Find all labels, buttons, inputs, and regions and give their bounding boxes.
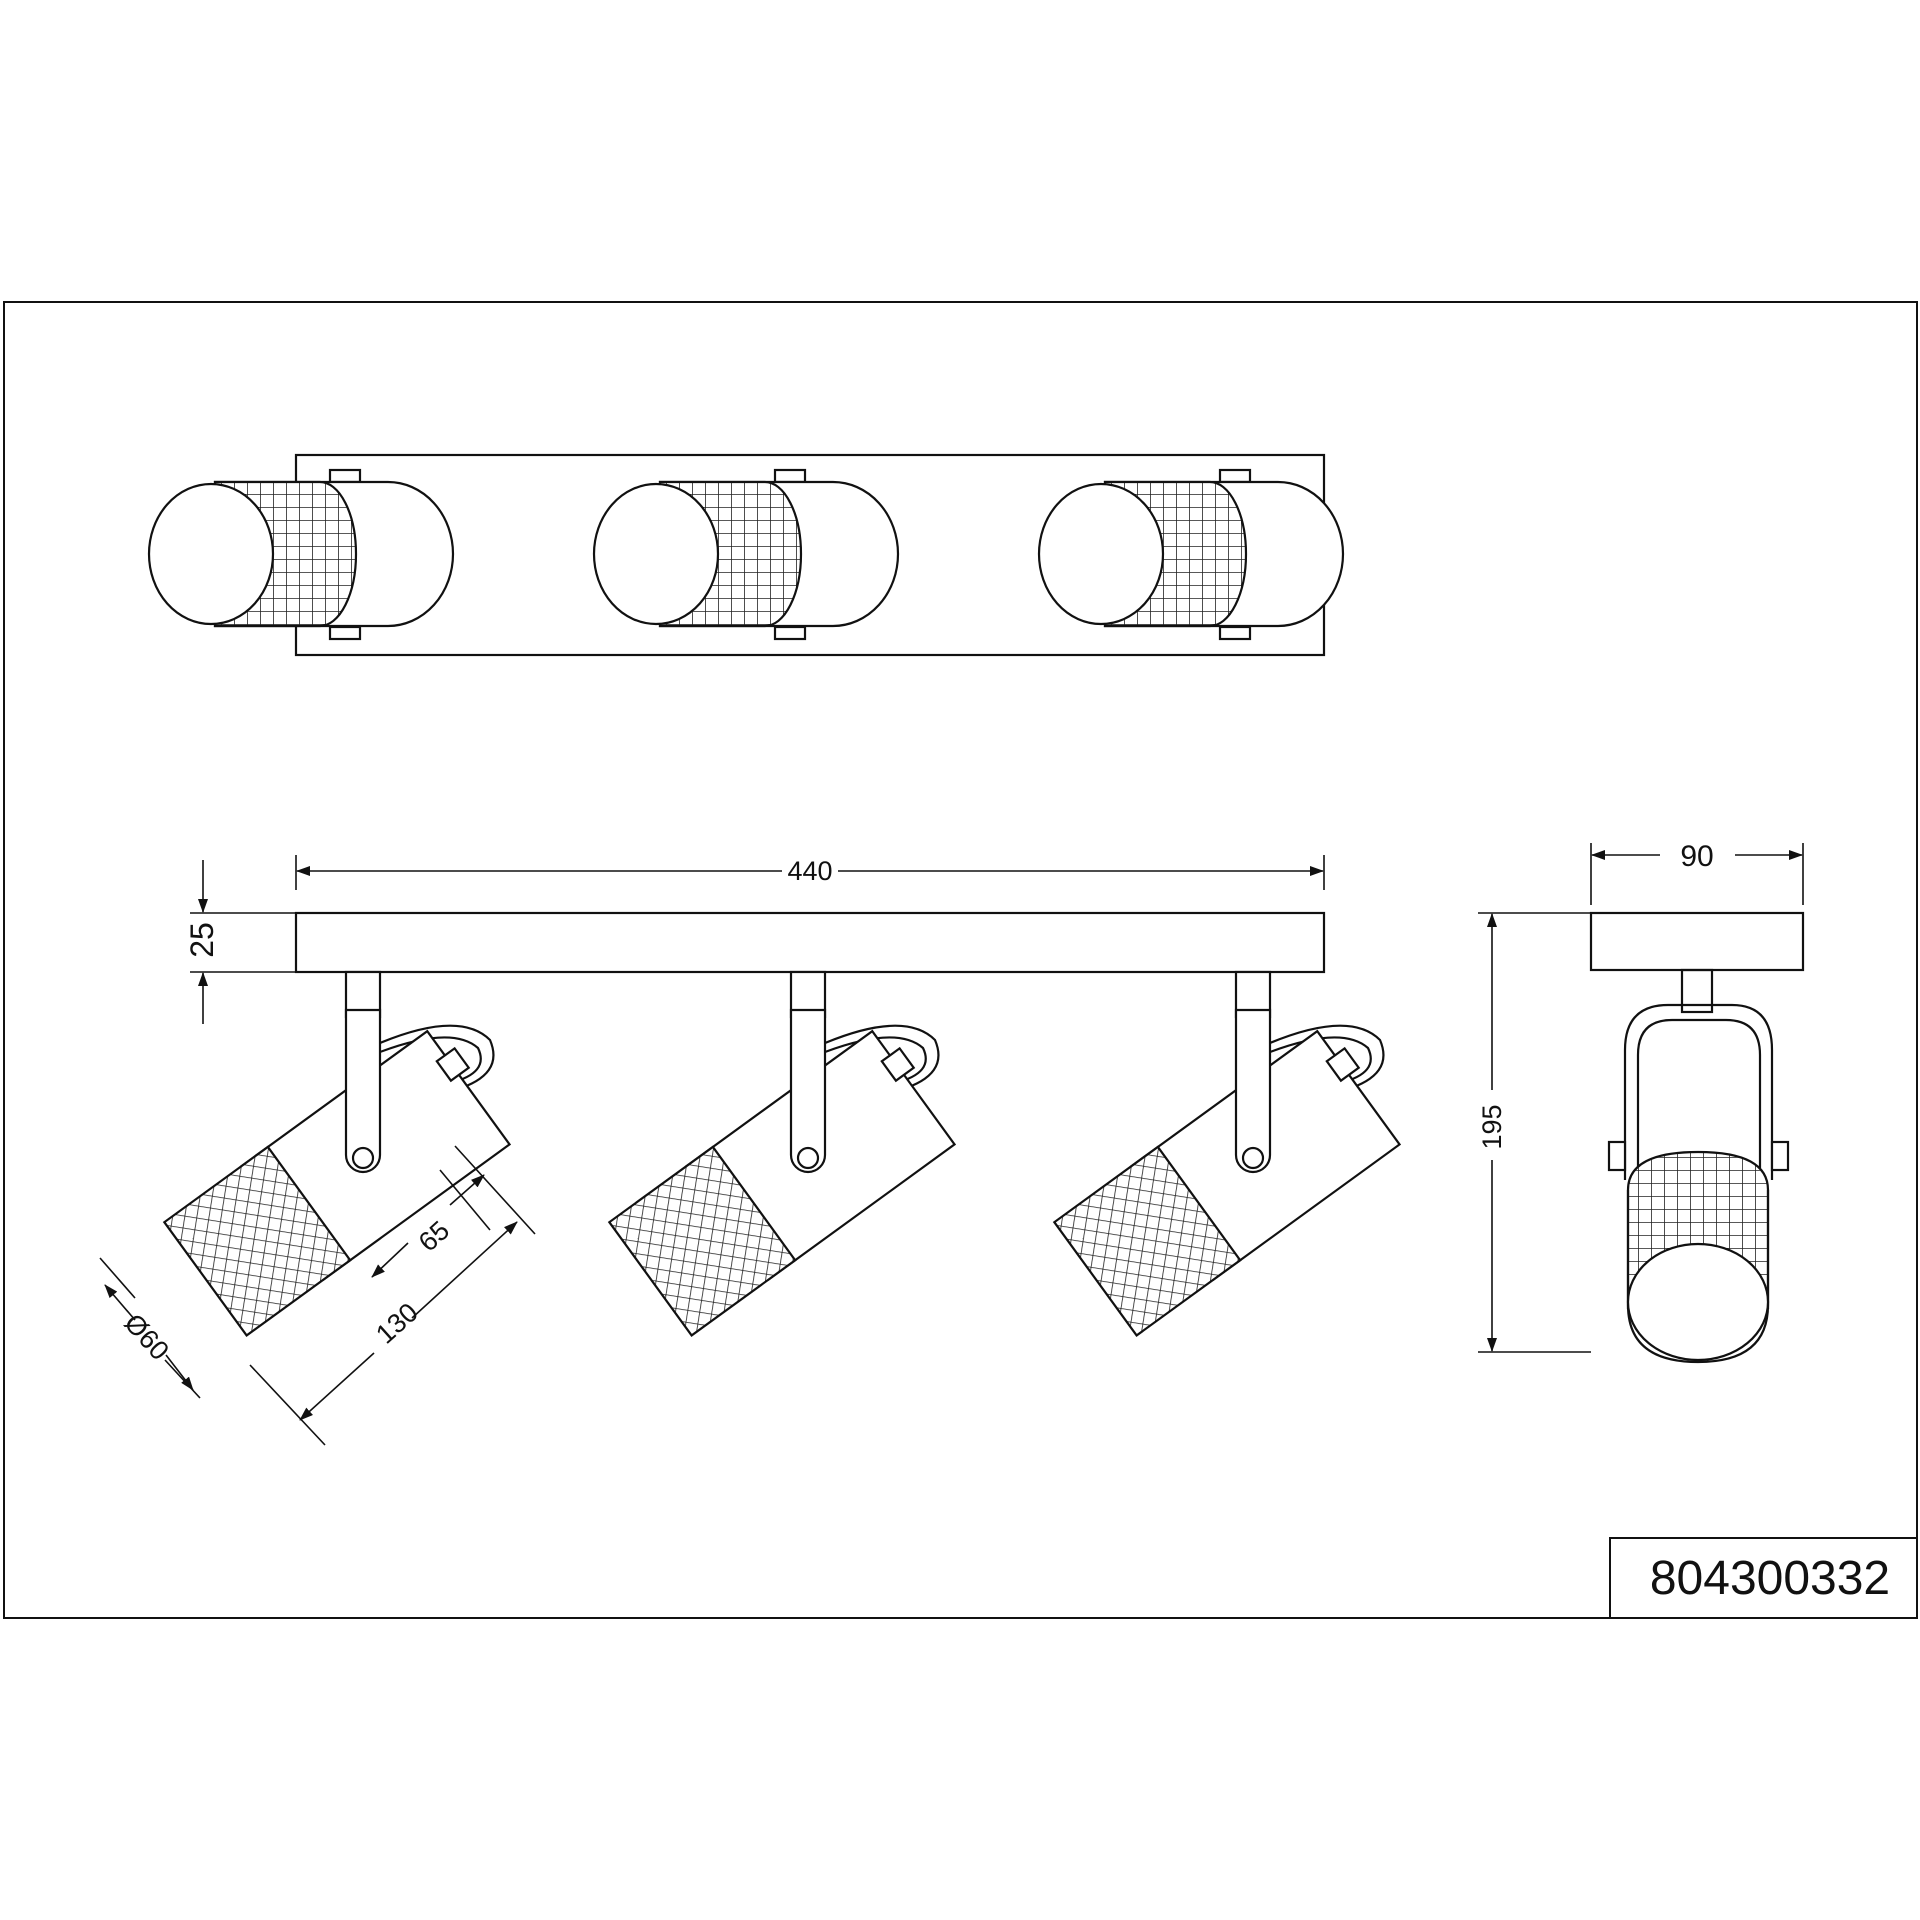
front-view-cable [824, 1024, 940, 1092]
side-view [1589, 911, 1805, 1364]
front-view-pivot [351, 1146, 375, 1170]
side-view-stem [1680, 968, 1714, 1014]
part-number: 804300332 [1650, 1552, 1890, 1605]
dim-total-height-label: 195 [1477, 1104, 1507, 1149]
dim-head-length-label: 130 [370, 1297, 424, 1349]
dim-plate-height-label: 25 [184, 922, 220, 958]
front-view-head [607, 1029, 957, 1337]
front-view-mesh-sleeve [607, 1145, 797, 1337]
dimension-lines [99, 843, 1804, 1446]
front-view-spotlight-1 [162, 970, 512, 1337]
side-view-pivot-right [1770, 1140, 1790, 1172]
dim-diameter-upper [104, 1284, 136, 1321]
dim-mesh-length-label: 65 [413, 1215, 455, 1257]
side-view-pivot-left [1607, 1140, 1627, 1172]
side-view-lens [1626, 1242, 1770, 1362]
screw-icon [328, 468, 362, 484]
front-view-cable [1269, 1024, 1385, 1092]
top-view-spotlights [147, 468, 1345, 641]
top-view-lens [147, 482, 275, 626]
side-view-shade [1626, 1190, 1770, 1364]
top-view-spotlight-3 [1037, 468, 1345, 641]
title-block [1609, 1537, 1918, 1619]
dim-head-length-upper [411, 1221, 518, 1319]
screw-icon [773, 468, 807, 484]
top-view-spotlight-1 [147, 468, 455, 641]
front-view-connector [1325, 1046, 1361, 1083]
front-view-base-plate [294, 911, 1326, 974]
front-view-spotlight-3 [1052, 970, 1402, 1337]
front-view-arm [789, 1008, 827, 1174]
screw-icon [1218, 625, 1252, 641]
front-view-pivot [796, 1146, 820, 1170]
front-view-connector [880, 1046, 916, 1083]
dim-head-length-lower [299, 1352, 375, 1421]
front-view-mesh-sleeve [1052, 1145, 1242, 1337]
front-view-mesh-sleeve [162, 1145, 352, 1337]
front-view-head [1052, 1029, 1402, 1337]
front-view-head [162, 1029, 512, 1337]
front-view-cable [379, 1024, 495, 1092]
front-view-connector [435, 1046, 471, 1083]
screw-icon [773, 625, 807, 641]
top-view [147, 453, 1345, 657]
side-view-base-plate [1589, 911, 1805, 972]
top-view-lens [1037, 482, 1165, 626]
front-view-spotlights [162, 970, 1402, 1337]
screw-icon [1218, 468, 1252, 484]
dim-length-label: 440 [787, 856, 832, 886]
top-view-lens [592, 482, 720, 626]
dim-diameter-lower [165, 1354, 194, 1391]
top-view-spotlight-2 [592, 468, 900, 641]
side-view-bracket [1623, 1003, 1774, 1180]
screw-icon [328, 625, 362, 641]
front-view-arm [344, 1008, 382, 1174]
front-view-pivot [1241, 1146, 1265, 1170]
drawing-frame [3, 301, 1918, 1619]
front-view-spotlight-2 [607, 970, 957, 1337]
dim-depth-label: 90 [1680, 840, 1713, 873]
dim-mesh-length-lower [371, 1242, 409, 1278]
dim-diameter-label: Ø60 [118, 1308, 174, 1366]
front-view [162, 911, 1402, 1337]
front-view-arm [1234, 1008, 1272, 1174]
dim-mesh-length-upper [449, 1174, 485, 1206]
